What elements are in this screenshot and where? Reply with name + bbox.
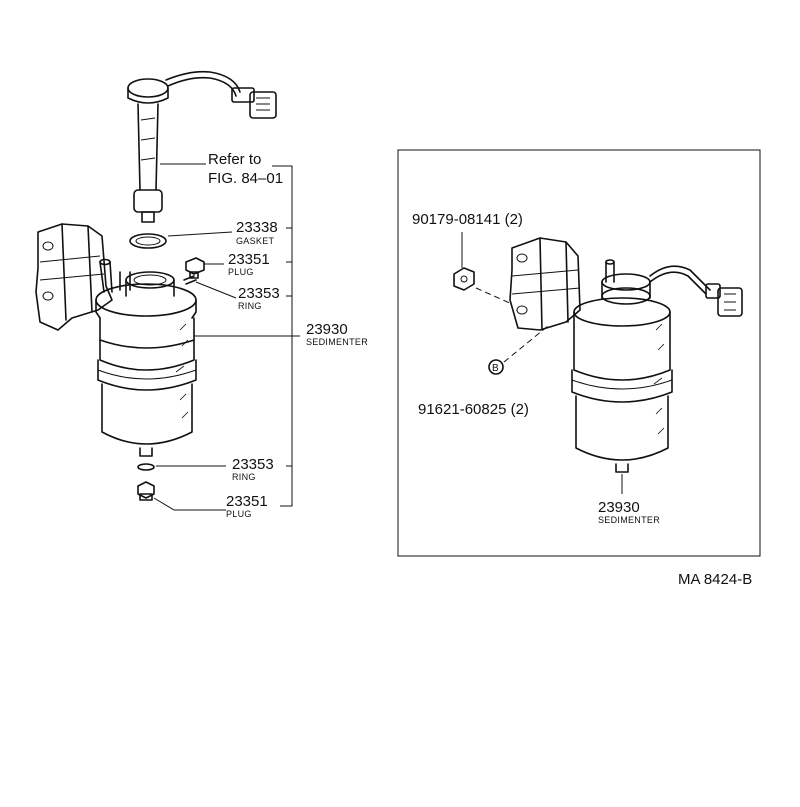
- lower-plug-number: 23351: [226, 493, 268, 510]
- upper-ring: [183, 275, 197, 285]
- right-sedimenter-body: [571, 259, 743, 473]
- bolt-marker-icon: [488, 359, 504, 375]
- upper-plug: [185, 257, 205, 279]
- reference-line1: Refer to: [208, 151, 261, 168]
- level-sensor-probe: [127, 70, 277, 223]
- gasket-ring: [129, 233, 167, 249]
- sedimenter-name: SEDIMENTER: [306, 337, 368, 347]
- right-inset-frame: [397, 149, 761, 557]
- lower-plug: [137, 481, 155, 501]
- lower-plug-name: PLUG: [226, 509, 252, 519]
- left-leader-lines: [153, 163, 300, 511]
- upper-plug-name: PLUG: [228, 267, 254, 277]
- bolt-number: 91621-60825 (2): [418, 401, 529, 418]
- right-assembly: B: [453, 232, 743, 494]
- right-mounting-bracket: [509, 237, 581, 331]
- lower-ring: [137, 463, 155, 471]
- right-sedimenter-number: 23930: [598, 499, 640, 516]
- nut-icon: [453, 267, 475, 291]
- gasket-number: 23338: [236, 219, 278, 236]
- bolt-marker-letter: B: [492, 363, 499, 374]
- lower-ring-name: RING: [232, 472, 256, 482]
- sedimenter-number: 23930: [306, 321, 348, 338]
- gasket-name: GASKET: [236, 236, 275, 246]
- left-sedimenter-body: [95, 271, 197, 457]
- lower-ring-number: 23353: [232, 456, 274, 473]
- right-sedimenter-name: SEDIMENTER: [598, 515, 660, 525]
- upper-ring-name: RING: [238, 301, 262, 311]
- nut-number: 90179-08141 (2): [412, 211, 523, 228]
- mounting-bracket: [35, 223, 113, 331]
- upper-plug-number: 23351: [228, 251, 270, 268]
- figure-code: MA 8424-B: [678, 571, 752, 588]
- upper-ring-number: 23353: [238, 285, 280, 302]
- left-assembly: [35, 70, 300, 511]
- reference-line2: FIG. 84–01: [208, 170, 283, 187]
